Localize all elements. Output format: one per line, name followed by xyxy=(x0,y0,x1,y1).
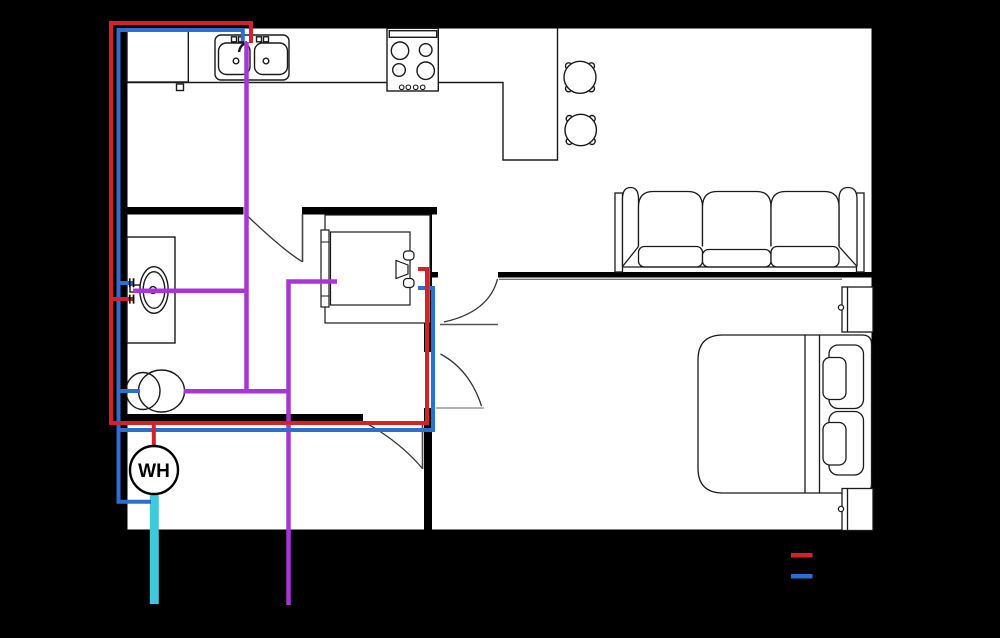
couch-arm-bar-left xyxy=(614,192,624,273)
wall-kitchen-bath-right xyxy=(302,207,437,215)
stove-knob xyxy=(398,84,405,91)
nightstand-top xyxy=(841,286,874,333)
faucet-handle-right xyxy=(255,36,263,43)
shower-handle-top xyxy=(402,250,415,261)
living-bedroom-door-arc xyxy=(443,278,499,323)
valve-icon xyxy=(128,278,131,288)
couch-corner-line xyxy=(621,246,640,267)
counter-edge xyxy=(127,28,559,161)
legend-cold-water-swatch xyxy=(791,574,813,579)
wall-living-bedroom xyxy=(498,272,872,278)
bar-stool-2 xyxy=(564,113,598,147)
wall-kitchen-bath-left xyxy=(119,207,244,215)
wall-vertical-lower xyxy=(424,408,432,530)
couch-arm-left xyxy=(621,186,640,267)
wall-stub xyxy=(432,272,438,278)
sink-basin-left xyxy=(217,42,251,76)
drain-left xyxy=(232,57,240,65)
legend xyxy=(791,553,813,579)
valve-icon xyxy=(132,294,135,304)
pillow-1-inner xyxy=(822,356,847,401)
stool-seat xyxy=(564,113,598,147)
refrigerator-handle xyxy=(175,83,185,92)
cold-riser-left xyxy=(116,28,245,504)
hall-door-arc xyxy=(365,422,423,469)
hot-main-run xyxy=(109,21,429,425)
shutoff-valves xyxy=(128,278,135,304)
valve-icon xyxy=(128,294,131,304)
kitchen xyxy=(126,27,598,161)
bedroom-furniture xyxy=(697,286,874,532)
shower-head-icon xyxy=(395,259,409,280)
bedroom-bath-door-arc xyxy=(440,353,483,407)
shower-door xyxy=(320,229,330,308)
nightstand-knob xyxy=(837,304,845,311)
burner-large-br xyxy=(416,61,436,81)
couch-seat-cushion xyxy=(770,245,840,268)
shower-stall xyxy=(329,231,411,306)
water-heater: WH xyxy=(128,444,180,496)
drain-shower-main xyxy=(286,279,337,605)
water-heater-circle xyxy=(128,444,180,496)
bathroom-door-arc xyxy=(246,215,303,263)
couch-seat-cushion xyxy=(701,248,772,268)
bar-stool-1 xyxy=(563,60,597,95)
couch xyxy=(614,186,865,273)
couch-back-cushion xyxy=(637,190,704,247)
stove-knob xyxy=(419,84,426,91)
stove-knob xyxy=(405,84,412,91)
legend-hot-water-swatch xyxy=(791,553,813,558)
burner-small-tr xyxy=(418,43,433,58)
couch-back-cushion xyxy=(701,190,772,247)
nightstand-2 xyxy=(837,487,874,532)
shower-enclosure xyxy=(324,214,431,324)
nightstand-knob xyxy=(837,505,845,513)
refrigerator xyxy=(126,27,189,83)
water-heater-label: WH xyxy=(138,461,170,482)
burner-large-tl xyxy=(390,41,410,61)
doors xyxy=(246,214,499,469)
drain-right xyxy=(262,57,270,65)
stool-seat xyxy=(563,60,597,95)
stove-knob xyxy=(412,84,419,91)
sink-basin-right xyxy=(253,42,289,76)
faucet-handle-right2 xyxy=(262,36,270,43)
couch-arm-right xyxy=(838,186,858,267)
burner-small-bl xyxy=(392,63,407,78)
couch-corner-line xyxy=(838,246,858,267)
nightstand-1 xyxy=(837,286,874,333)
pipe-drain xyxy=(133,42,337,605)
stove-back-panel xyxy=(388,30,438,39)
stove-body xyxy=(386,27,439,92)
couch-seat-cushion xyxy=(637,245,704,268)
couch-back-cushion xyxy=(770,190,840,247)
shower xyxy=(320,214,431,324)
shower-handle-bottom xyxy=(402,277,415,289)
bar-stools xyxy=(563,60,598,147)
pillow-2-inner xyxy=(822,421,847,466)
valve-icon xyxy=(132,278,135,288)
wall-bath-bottom xyxy=(119,414,363,421)
stove xyxy=(386,27,439,92)
nightstand-bottom xyxy=(841,487,874,532)
faucet-handle-left xyxy=(230,36,238,43)
